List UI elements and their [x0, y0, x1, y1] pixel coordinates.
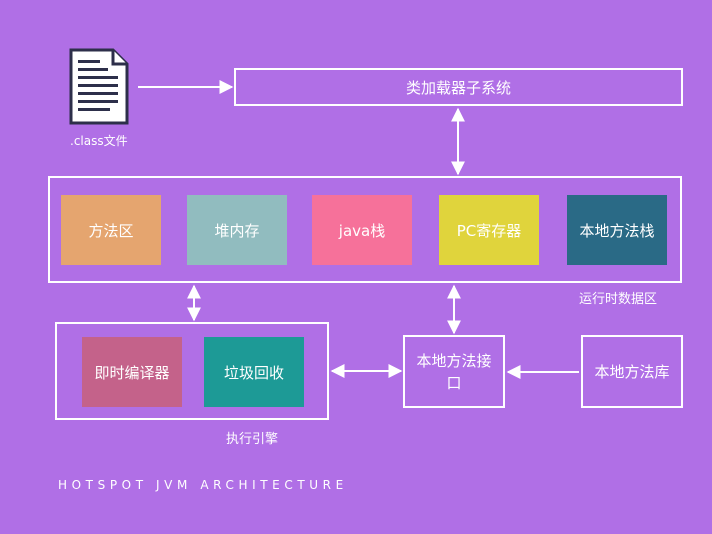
pc-register-label: PC寄存器: [456, 221, 522, 240]
native-method-interface: 本地方法接口: [403, 335, 505, 408]
pc-register-block: PC寄存器: [439, 195, 539, 265]
class-loader-subsystem: 类加载器子系统: [234, 68, 683, 106]
execution-engine-label: 执行引擎: [226, 432, 279, 447]
execution-engine: [55, 322, 329, 420]
jit-compiler-block: 即时编译器: [82, 337, 182, 407]
method-area-label: 方法区: [88, 221, 134, 240]
java-stack-label: java栈: [338, 221, 386, 240]
heap-block: 堆内存: [187, 195, 287, 265]
native-method-library: 本地方法库: [581, 335, 683, 408]
native-interface-label: 本地方法接口: [416, 351, 492, 392]
jit-compiler-label: 即时编译器: [94, 363, 170, 382]
native-library-label: 本地方法库: [594, 363, 670, 381]
class-file-label: .class文件: [70, 134, 128, 148]
garbage-collector-block: 垃圾回收: [204, 337, 304, 407]
runtime-data-area-label: 运行时数据区: [579, 292, 658, 307]
method-area-block: 方法区: [61, 195, 161, 265]
class-loader-label: 类加载器子系统: [405, 78, 511, 97]
garbage-collector-label: 垃圾回收: [223, 363, 284, 382]
native-method-stack-block: 本地方法栈: [567, 195, 667, 265]
heap-label: 堆内存: [214, 221, 260, 240]
document-icon: [68, 48, 130, 126]
runtime-data-area: [48, 176, 682, 283]
java-stack-block: java栈: [312, 195, 412, 265]
footer-title: HOTSPOT JVM ARCHITECTURE: [58, 478, 348, 492]
native-method-stack-label: 本地方法栈: [579, 221, 655, 240]
